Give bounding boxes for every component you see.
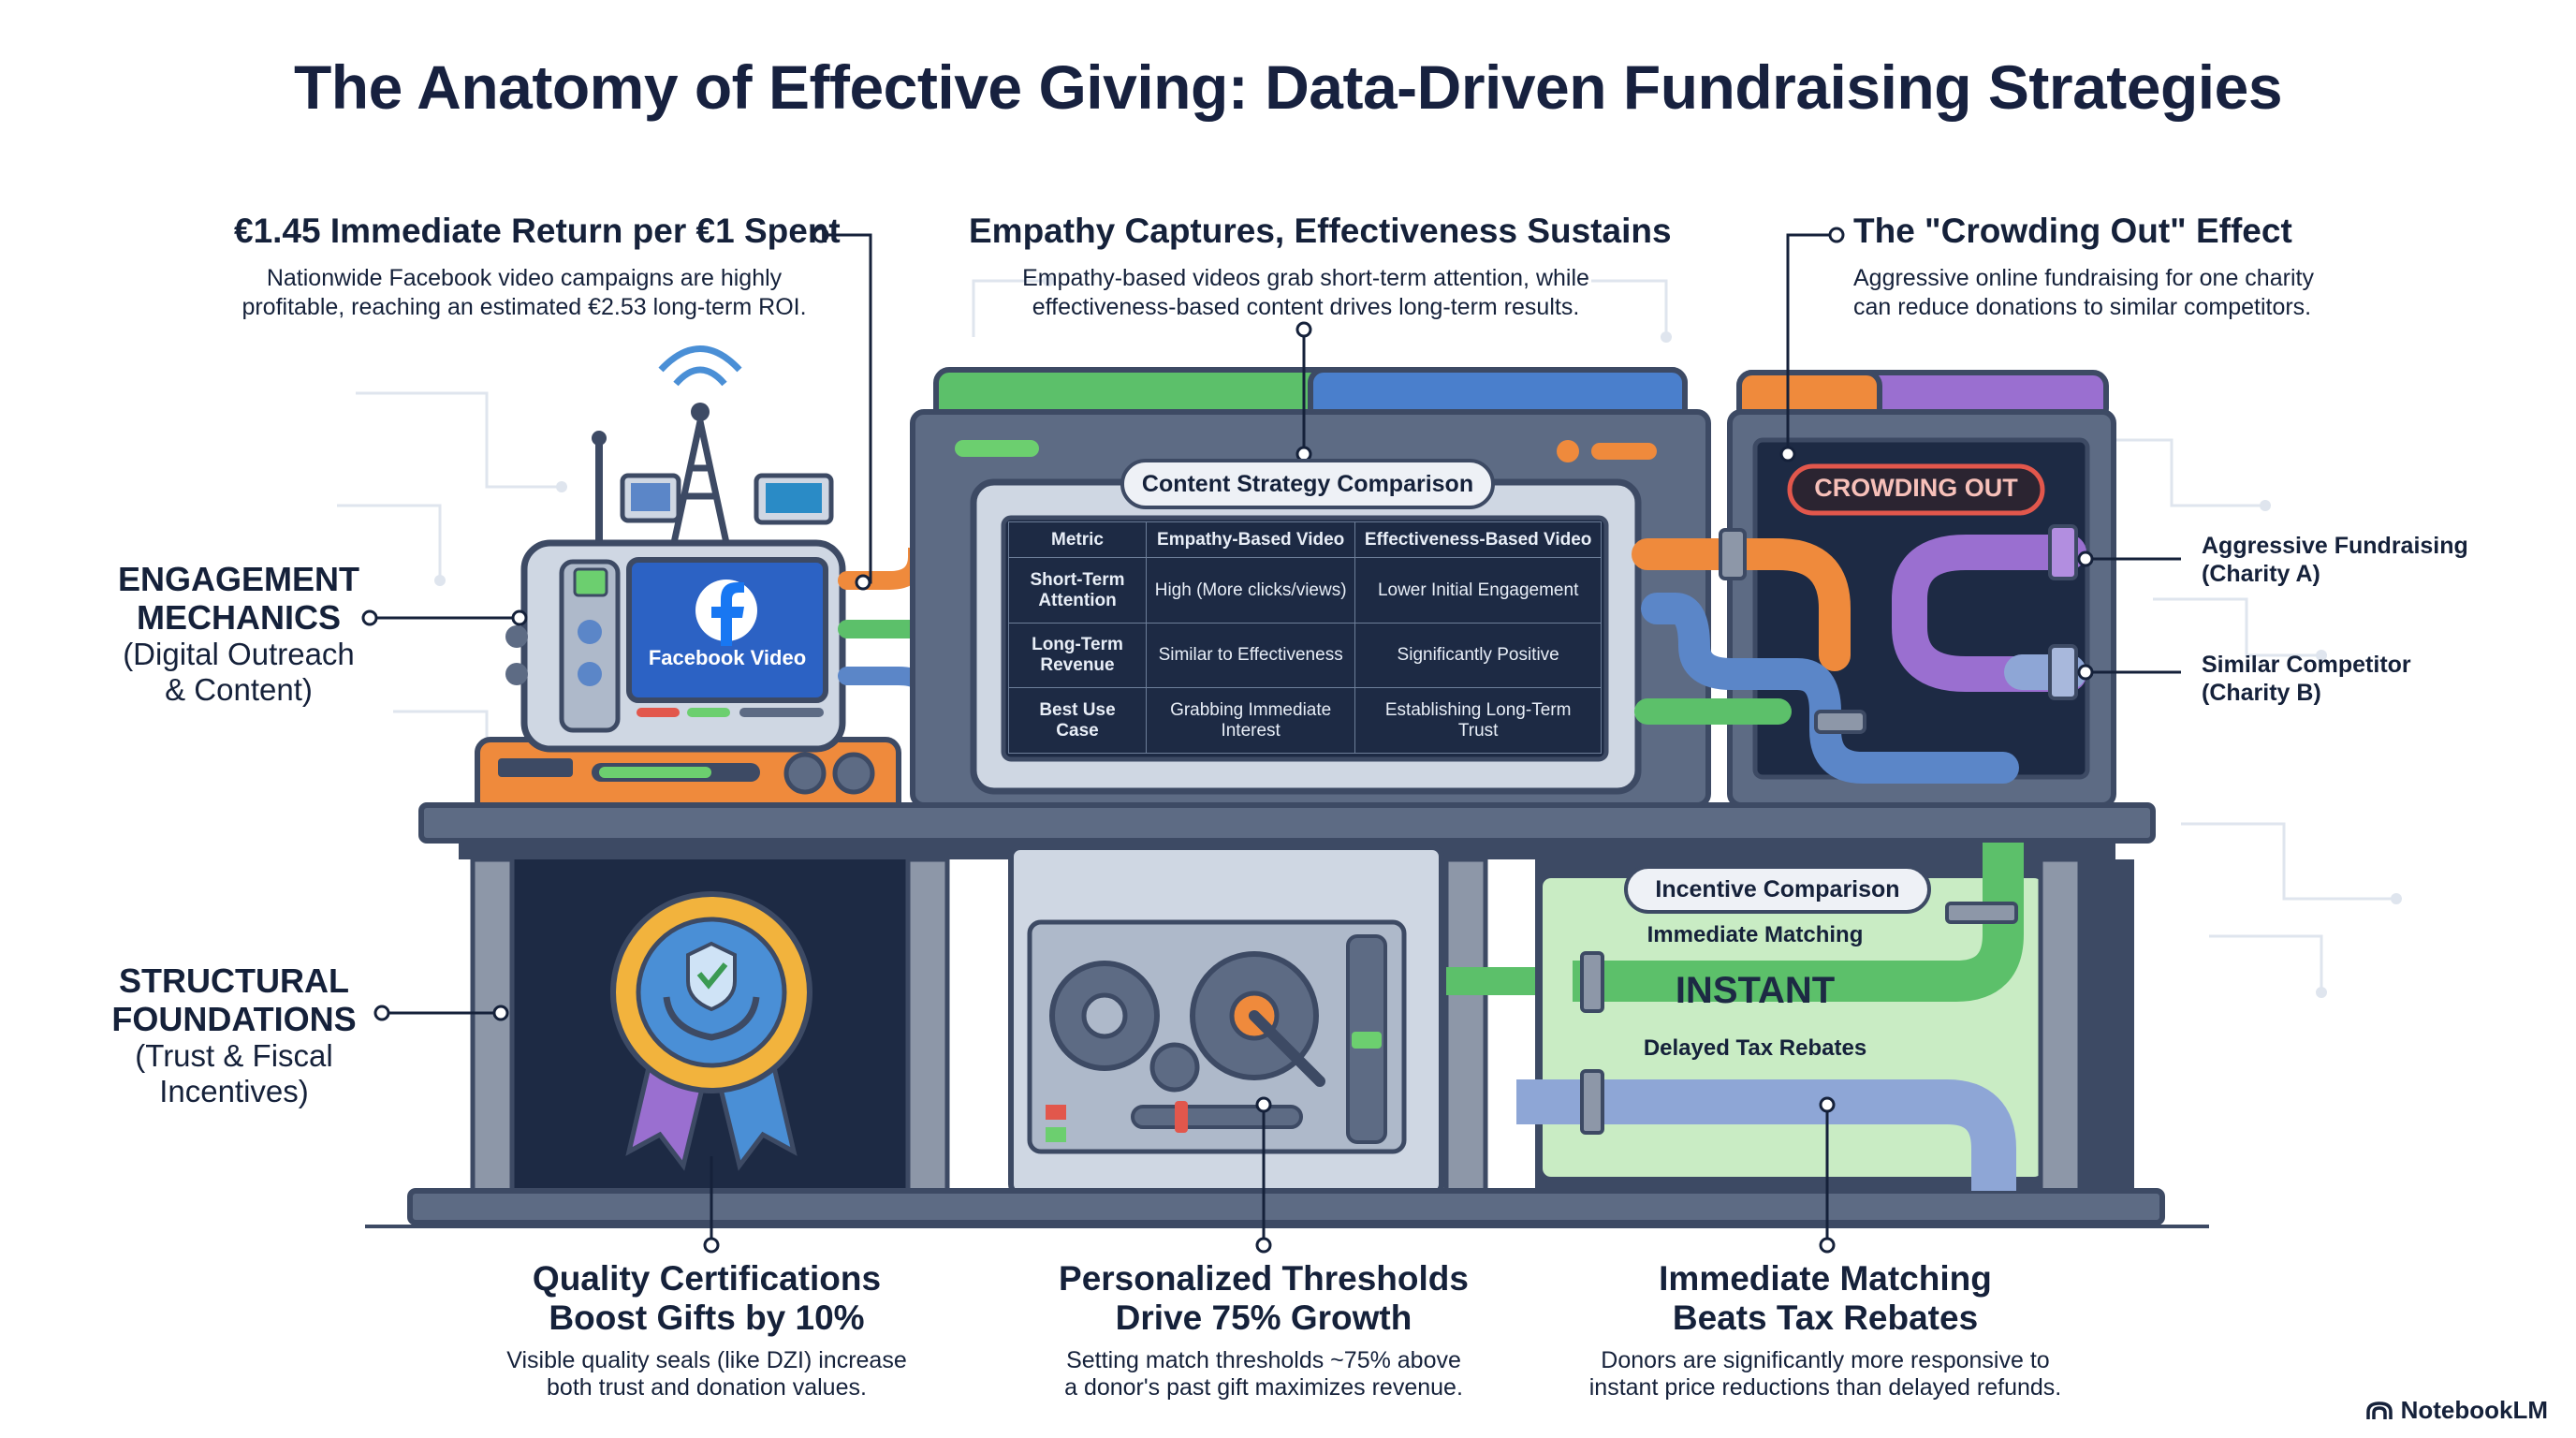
thresholds-line-2: a donor's past gift maximizes revenue.	[1064, 1374, 1463, 1401]
effectiveness-cell: Significantly Positive	[1354, 622, 1602, 689]
incentive-instant-label: INSTANT	[1675, 970, 1836, 1011]
quality-heading-1: Quality Certifications	[532, 1259, 882, 1298]
empathy-line-2: effectiveness-based content drives long-…	[1032, 294, 1580, 320]
header-metric: Metric	[1008, 521, 1147, 559]
table-header-row: Metric Empathy-Based Video Effectiveness…	[1008, 521, 1602, 559]
metric-cell: Long-Term Revenue	[1008, 622, 1147, 689]
charity-a-line-1: Aggressive Fundraising	[2202, 533, 2468, 559]
charity-b-line-2: (Charity B)	[2202, 680, 2321, 706]
facebook-video-label: Facebook Video	[648, 646, 807, 669]
roi-heading: €1.45 Immediate Return per €1 Spent	[234, 212, 841, 250]
roi-line-1: Nationwide Facebook video campaigns are …	[266, 265, 783, 291]
empathy-line-2: Interest	[1221, 720, 1281, 741]
quality-line-2: both trust and donation values.	[547, 1374, 867, 1401]
empathy-line-1: Empathy-based videos grab short-term att…	[1022, 265, 1589, 291]
matching-annotation: Immediate Matching Beats Tax Rebates Don…	[1544, 1259, 2106, 1401]
empathy-heading: Empathy Captures, Effectiveness Sustains	[969, 212, 1672, 250]
metric-cell: Short-Term Attention	[1008, 557, 1147, 624]
charity-a-label: Aggressive Fundraising (Charity A)	[2202, 532, 2482, 588]
roi-line-2: profitable, reaching an estimated €2.53 …	[242, 294, 807, 320]
matching-heading-1: Immediate Matching	[1659, 1259, 1992, 1298]
notebooklm-brand: NotebookLM	[2365, 1396, 2548, 1425]
matching-line-1: Donors are significantly more responsive…	[1601, 1347, 2050, 1373]
thresholds-annotation: Personalized Thresholds Drive 75% Growth…	[992, 1259, 1535, 1401]
engagement-sub-2: & Content)	[165, 672, 313, 707]
quality-annotation: Quality Certifications Boost Gifts by 10…	[440, 1259, 973, 1401]
thresholds-heading-2: Drive 75% Growth	[1115, 1299, 1412, 1337]
crowding-annotation: The "Crowding Out" Effect Aggressive onl…	[1853, 212, 2378, 322]
empathy-cell: Similar to Effectiveness	[1145, 622, 1356, 689]
content-strategy-title: Content Strategy Comparison	[1120, 459, 1495, 509]
incentive-top-label: Immediate Matching	[1647, 922, 1864, 947]
effectiveness-cell: Establishing Long-Term Trust	[1354, 687, 1602, 754]
metric-cell: Best Use Case	[1008, 687, 1147, 754]
charity-b-line-1: Similar Competitor	[2202, 652, 2411, 678]
quality-heading-2: Boost Gifts by 10%	[549, 1299, 865, 1337]
page-title: The Anatomy of Effective Giving: Data-Dr…	[293, 52, 2283, 122]
engagement-line-1: ENGAGEMENT	[117, 560, 359, 598]
facebook-device	[475, 345, 901, 847]
charity-b-label: Similar Competitor (Charity B)	[2202, 651, 2482, 707]
leader-dots	[361, 227, 2094, 1254]
notebooklm-logo-icon	[2365, 1401, 2393, 1419]
quality-badge	[610, 891, 812, 1171]
metric-line-1: Best Use	[1039, 699, 1116, 720]
effectiveness-cell: Lower Initial Engagement	[1354, 557, 1602, 624]
crowding-line-1: Aggressive online fundraising for one ch…	[1853, 265, 2314, 291]
metric-line-1: Short-Term	[1030, 569, 1125, 590]
content-strategy-table: Metric Empathy-Based Video Effectiveness…	[1008, 521, 1602, 754]
roi-annotation: €1.45 Immediate Return per €1 Spent Nati…	[234, 212, 841, 322]
structural-line-1: STRUCTURAL	[119, 961, 349, 1000]
table-row: Long-Term Revenue Similar to Effectivene…	[1008, 622, 1602, 689]
crowding-pipes	[1632, 535, 2086, 784]
header-effectiveness: Effectiveness-Based Video	[1354, 521, 1602, 559]
matching-heading-2: Beats Tax Rebates	[1672, 1299, 1979, 1337]
engagement-line-2: MECHANICS	[136, 598, 341, 637]
metric-line-1: Long-Term	[1032, 635, 1123, 655]
incentive-pipes	[1446, 843, 2024, 1191]
empathy-annotation: Empathy Captures, Effectiveness Sustains…	[969, 212, 1672, 322]
empathy-line-1: Grabbing Immediate	[1170, 699, 1332, 720]
matching-line-2: instant price reductions than delayed re…	[1588, 1374, 2062, 1401]
brand-text: NotebookLM	[2400, 1396, 2548, 1424]
metric-line-2: Revenue	[1040, 655, 1115, 676]
crowding-out-sign: CROWDING OUT	[1814, 474, 2018, 502]
metric-line-2: Case	[1056, 720, 1099, 741]
table-row: Short-Term Attention High (More clicks/v…	[1008, 557, 1602, 624]
incentive-bottom-label: Delayed Tax Rebates	[1643, 1035, 1867, 1061]
structural-label: STRUCTURAL FOUNDATIONS (Trust & Fiscal I…	[56, 961, 412, 1109]
charity-a-line-2: (Charity A)	[2202, 561, 2320, 587]
header-empathy: Empathy-Based Video	[1145, 521, 1356, 559]
metric-line-2: Attention	[1038, 590, 1117, 610]
effectiveness-line-1: Establishing Long-Term	[1384, 699, 1572, 720]
structural-sub-1: (Trust & Fiscal Incentives)	[135, 1038, 333, 1108]
effectiveness-line-2: Trust	[1457, 720, 1499, 741]
engagement-label: ENGAGEMENT MECHANICS (Digital Outreach &…	[94, 560, 384, 708]
structural-line-2: FOUNDATIONS	[111, 1000, 357, 1038]
empathy-cell: Grabbing Immediate Interest	[1145, 687, 1356, 754]
quality-line-1: Visible quality seals (like DZI) increas…	[506, 1347, 907, 1373]
pipe-valves	[1719, 524, 2078, 734]
incentive-title: Incentive Comparison	[1624, 865, 1931, 914]
crowding-line-2: can reduce donations to similar competit…	[1853, 294, 2312, 320]
gear-machine	[1027, 919, 1407, 1154]
crowding-heading: The "Crowding Out" Effect	[1853, 212, 2292, 250]
thresholds-line-1: Setting match thresholds ~75% above	[1066, 1347, 1461, 1373]
table-row: Best Use Case Grabbing Immediate Interes…	[1008, 687, 1602, 754]
thresholds-heading-1: Personalized Thresholds	[1059, 1259, 1469, 1298]
circuit-lines	[337, 279, 2396, 992]
empathy-cell: High (More clicks/views)	[1145, 557, 1356, 624]
engagement-sub-1: (Digital Outreach	[123, 637, 355, 671]
